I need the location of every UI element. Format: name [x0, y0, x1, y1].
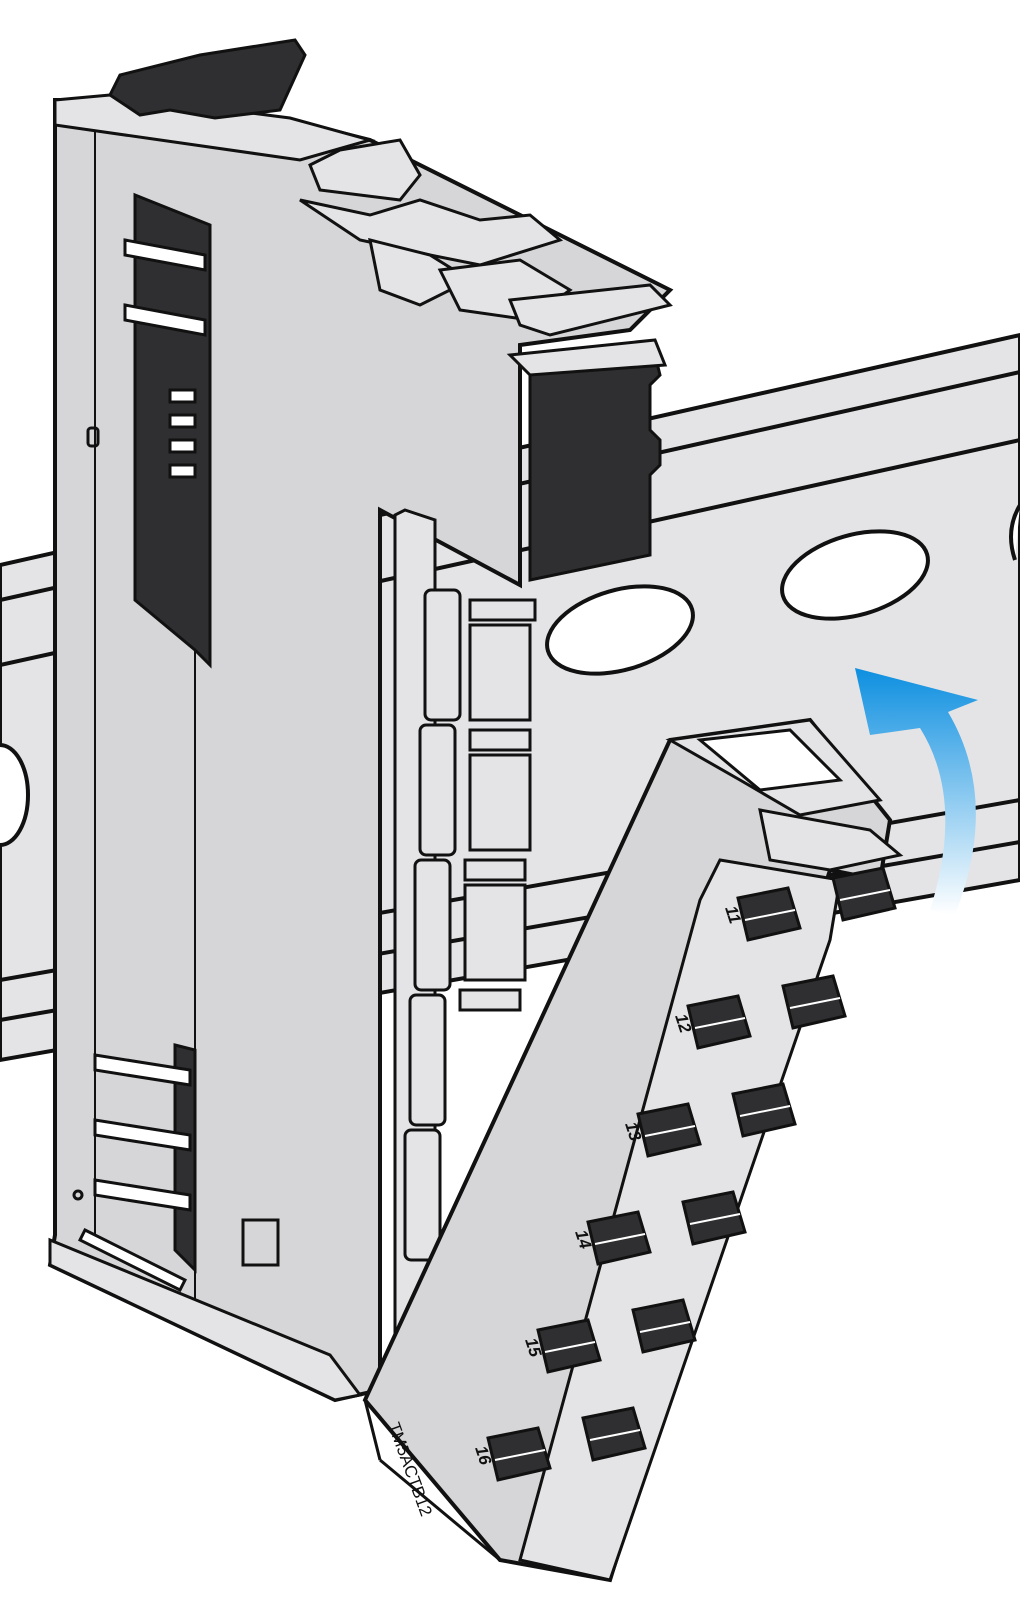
spring-terminal — [731, 1082, 797, 1138]
label-window — [241, 1218, 280, 1267]
spring-terminal — [536, 1318, 602, 1374]
spring-terminal — [486, 1426, 552, 1482]
spring-terminal — [581, 1406, 647, 1462]
spring-terminal — [681, 1190, 747, 1246]
rail-slot — [780, 529, 930, 621]
rail-slot — [545, 584, 695, 676]
spring-terminal — [831, 866, 897, 922]
terminal-number: 11 — [721, 903, 745, 926]
spring-terminal — [686, 994, 752, 1050]
rail-slot — [0, 743, 30, 847]
locking-lever — [108, 38, 307, 120]
spring-terminal — [631, 1298, 697, 1354]
front-connector-panel — [528, 353, 662, 582]
spring-terminal — [736, 886, 802, 942]
module-housing — [47, 38, 674, 1403]
contact-comb — [393, 508, 537, 1392]
spring-terminal — [636, 1102, 702, 1158]
spring-terminal — [781, 974, 847, 1030]
spring-terminal — [586, 1210, 652, 1266]
rotate-arrow-icon — [855, 668, 978, 915]
